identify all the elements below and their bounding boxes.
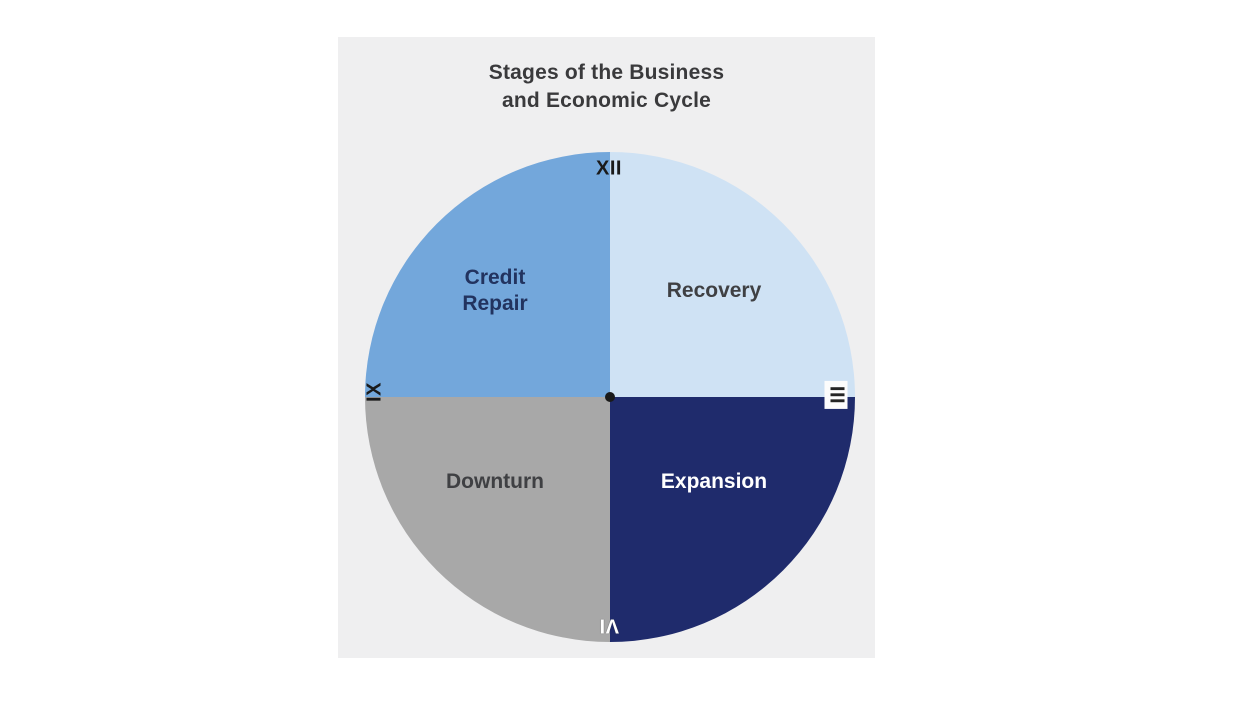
segment-downturn	[365, 397, 610, 642]
segment-recovery	[610, 152, 855, 397]
segment-label-recovery: Recovery	[666, 278, 762, 302]
segment-credit-repair	[365, 152, 610, 397]
chart-title-line1: Stages of the Business	[488, 61, 725, 84]
pie-chart	[365, 152, 855, 642]
clock-numeral-vi: VI	[599, 614, 619, 637]
clock-numeral-iii: III	[824, 380, 848, 410]
chart-title-line2: and Economic Cycle	[502, 89, 711, 113]
business-cycle-clock-chart: Credit Repair Recovery Downturn Expansio…	[363, 152, 855, 642]
segment-expansion	[610, 397, 855, 642]
chart-title: Stages of the Business and Economic Cycl…	[338, 59, 875, 116]
clock-numeral-ix: IX	[363, 382, 386, 402]
chart-panel: Stages of the Business and Economic Cycl…	[338, 37, 875, 658]
clock-numeral-xii: XII	[596, 157, 622, 180]
segment-label-expansion: Expansion	[660, 469, 768, 493]
segment-label-credit-repair: Credit Repair	[462, 265, 528, 315]
segment-label-downturn: Downturn	[446, 469, 544, 493]
center-dot	[605, 392, 615, 402]
